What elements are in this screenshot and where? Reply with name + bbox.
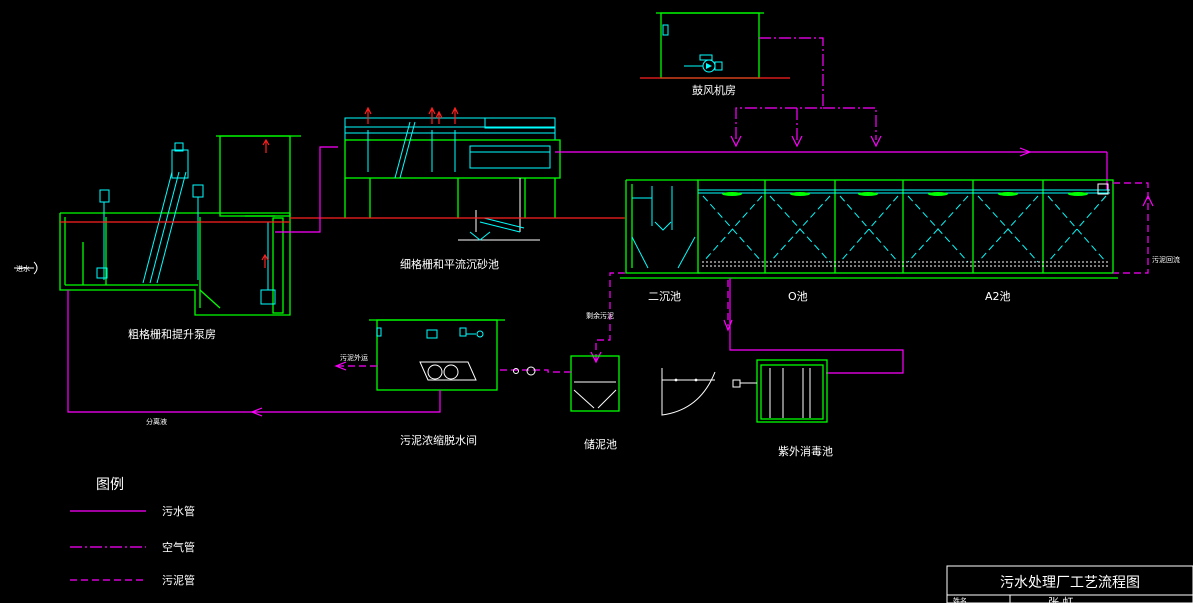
bio-tanks bbox=[620, 179, 1118, 279]
title-block-name-label: 姓名 bbox=[953, 596, 967, 603]
blower-room bbox=[640, 12, 790, 79]
sludge-return-label: 污泥回流 bbox=[1152, 255, 1180, 264]
screen-conveyor-icon bbox=[142, 142, 189, 284]
sludge-dewatering-label: 污泥浓缩脱水间 bbox=[400, 433, 477, 447]
sludge-return-line bbox=[1113, 182, 1154, 274]
blower-room-label: 鼓风机房 bbox=[692, 83, 736, 97]
inlet-arrow bbox=[33, 261, 38, 275]
secondary-clarifier bbox=[625, 179, 700, 274]
belt-press-icon bbox=[419, 361, 477, 381]
air-pipe-network bbox=[730, 37, 882, 148]
sludge-dewatering-room bbox=[369, 319, 505, 391]
title-block: 污水处理厂工艺流程图 姓名 张 虹 bbox=[946, 565, 1193, 603]
sludge-storage-tank bbox=[570, 355, 620, 412]
legend-sludge-label: 污泥管 bbox=[162, 573, 195, 587]
sludge-feed-line bbox=[500, 366, 571, 376]
coarse-screen-pump-house bbox=[59, 135, 301, 316]
clarifier-label: 二沉池 bbox=[648, 290, 681, 303]
sludge-storage-label: 储泥池 bbox=[584, 437, 617, 451]
residual-sludge-line bbox=[590, 272, 625, 364]
filtrate-return-line bbox=[67, 290, 441, 417]
uv-label: 紫外消毒池 bbox=[778, 444, 833, 458]
fine-screen-grit-chamber bbox=[344, 106, 561, 241]
legend: 图例 污水管 空气管 污泥管 bbox=[70, 477, 195, 587]
blower-icon bbox=[684, 54, 723, 73]
legend-title: 图例 bbox=[96, 477, 124, 493]
a2-tank-label: A2池 bbox=[985, 290, 1011, 303]
title-block-title: 污水处理厂工艺流程图 bbox=[1000, 575, 1140, 591]
sludge-out-line bbox=[334, 361, 377, 371]
fine-screen-label: 细格栅和平流沉砂池 bbox=[400, 257, 499, 271]
residual-sludge-label: 剩余污泥 bbox=[586, 311, 614, 320]
legend-sewage-label: 污水管 bbox=[162, 504, 195, 518]
sewage-main-line bbox=[275, 146, 1108, 233]
o-tank-label: O池 bbox=[788, 290, 808, 303]
sludge-out-label: 污泥外运 bbox=[340, 353, 368, 362]
coarse-screen-label: 粗格栅和提升泵房 bbox=[128, 327, 216, 341]
uv-disinfection-tank bbox=[661, 359, 828, 423]
title-block-name-value: 张 虹 bbox=[1048, 596, 1074, 603]
filtrate-label: 分离液 bbox=[146, 417, 167, 426]
effluent-line bbox=[723, 278, 904, 374]
legend-air-label: 空气管 bbox=[162, 540, 195, 554]
